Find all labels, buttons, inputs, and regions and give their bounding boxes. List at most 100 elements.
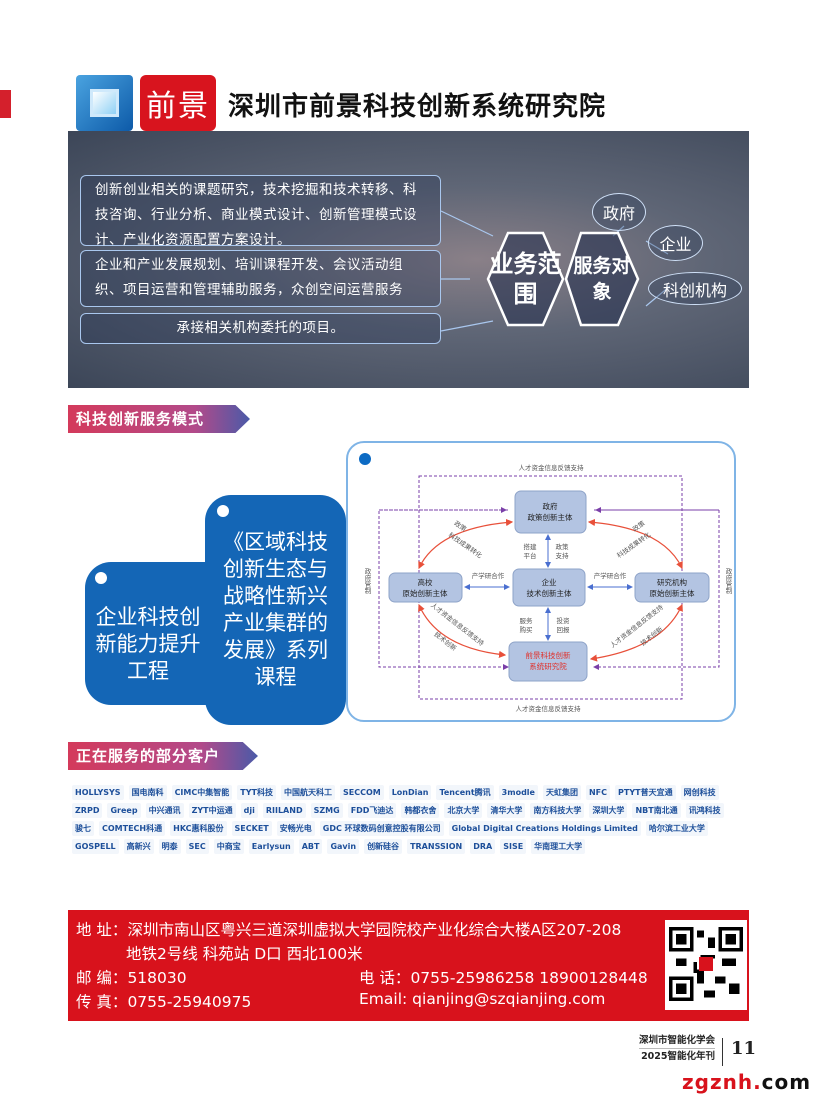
uni-name: 高校	[418, 577, 433, 587]
email-label: Email:	[359, 990, 408, 1008]
fax-label: 传 真：	[76, 993, 128, 1011]
node-research	[634, 572, 710, 603]
uni-role: 原始创新主体	[403, 588, 448, 598]
ent-name: 企业	[542, 577, 557, 587]
zip-label: 邮 编：	[76, 969, 128, 987]
bullet-dot	[95, 572, 107, 584]
client-logo: 中商宝	[213, 839, 244, 854]
section-title-service-mode: 科技创新服务模式	[68, 405, 250, 433]
client-logo: SECKET	[231, 821, 272, 836]
client-logo: 华南理工大学	[531, 839, 586, 854]
node-qianjing	[508, 641, 588, 682]
client-logo: NFC	[585, 785, 610, 800]
publication-info: 深圳市智能化学会 2025智能化年刊	[639, 1033, 716, 1064]
page-number: 11	[722, 1038, 756, 1066]
client-logo: 韩都衣舍	[401, 803, 440, 818]
address-directions: 地铁2号线 科苑站 D口 西北100米	[126, 945, 363, 963]
node-government	[514, 490, 587, 534]
gov-control-left	[378, 509, 509, 670]
client-logo: HKC惠科股份	[170, 821, 227, 836]
client-logo: TRANSSION	[407, 839, 466, 854]
client-logo: FDD飞迪达	[347, 803, 397, 818]
coop-right-label: 产学研合作	[594, 571, 627, 580]
page-tab-marker	[0, 90, 11, 118]
section-title-clients: 正在服务的部分客户	[68, 742, 258, 770]
client-logo: 国电南科	[128, 785, 167, 800]
logo-icon	[76, 75, 133, 131]
business-banner: 创新创业相关的课题研究，技术挖掘和技术转移、科技咨询、行业分析、商业模式设计、创…	[68, 131, 749, 388]
feedback-left-label: 人才资金信息反馈支持	[429, 600, 486, 647]
platform-label: 搭建	[524, 542, 538, 551]
qj-name: 前景科技创新	[526, 650, 571, 660]
client-logo: 明泰	[158, 839, 181, 854]
client-logo: 北京大学	[444, 803, 483, 818]
client-logo: 哈尔滨工业大学	[645, 821, 708, 836]
client-logo: 天虹集团	[542, 785, 581, 800]
client-logo: Greep	[107, 803, 141, 818]
address-label: 地 址：	[76, 921, 128, 939]
service-hexagon: 服务对象	[573, 255, 631, 303]
client-logo: DRA	[470, 839, 496, 854]
client-logo: COMTECH科通	[99, 821, 166, 836]
client-logo: ZRPD	[72, 803, 103, 818]
arc-label: 科技成果转化	[615, 530, 653, 560]
tel-label: 电 话：	[359, 969, 411, 987]
client-logo: SZMG	[310, 803, 343, 818]
client-logo: TYT科技	[237, 785, 276, 800]
business-item-3: 承接相关机构委托的项目。	[80, 313, 441, 344]
invest-label: 投资	[557, 616, 571, 625]
client-logo: CIMC中集智能	[171, 785, 233, 800]
client-logo: NBT南北通	[632, 803, 681, 818]
fax: 0755-25940975	[127, 993, 252, 1011]
client-logo: 网创科技	[680, 785, 719, 800]
res-role: 原始创新主体	[650, 588, 695, 598]
qr-code[interactable]	[665, 920, 747, 1010]
client-logo: LonDian	[388, 785, 432, 800]
logo-text: 前景	[140, 75, 216, 131]
client-logo: 3modle	[498, 785, 538, 800]
platform-label: 平台	[524, 551, 537, 560]
innovation-diagram: 政府政策创新主体 企业技术创新主体 高校原始创新主体 研究机构原始创新主体 前景…	[346, 441, 736, 722]
target-institution: 科创机构	[648, 272, 742, 305]
program-block-right: 《区域科技创新生态与战略性新兴产业集群的发展》系列课程	[205, 495, 346, 725]
feedback-right-label: 人才资金信息反馈支持	[608, 602, 665, 649]
org-title: 深圳市前景科技创新系统研究院	[228, 92, 607, 122]
bullet-dot	[359, 453, 371, 465]
connector-lines	[440, 210, 671, 332]
policy-label: 支持	[556, 551, 570, 560]
node-university	[388, 572, 463, 603]
watermark-tld: com	[761, 1070, 812, 1094]
arc-label: 技术创新	[638, 624, 664, 647]
client-logo: PTYT普天宜通	[615, 785, 676, 800]
invest-label: 回报	[557, 625, 571, 634]
client-logo: SECCOM	[339, 785, 384, 800]
client-logo: GDC 环球数码创意控股有限公司	[319, 821, 444, 836]
client-logo: SISE	[500, 839, 527, 854]
scope-hexagon: 业务范围	[489, 250, 562, 308]
bullet-dot	[217, 505, 229, 517]
gov-control-right-label: 政府管制	[724, 567, 732, 596]
client-logo: 创新硅谷	[364, 839, 403, 854]
client-logo: 骏七	[72, 821, 94, 836]
client-logo: SEC	[185, 839, 209, 854]
email[interactable]: qianjing@szqianjing.com	[412, 990, 606, 1008]
feedback-bottom-label: 人才资金信息反馈支持	[516, 704, 582, 713]
client-logo: ZYT中运通	[188, 803, 236, 818]
telephone: 0755-25986258 18900128448	[410, 969, 648, 987]
client-logo: 讯鸿科技	[685, 803, 724, 818]
arc-label: 政策	[631, 518, 647, 533]
client-logo: 清华大学	[487, 803, 526, 818]
service-label: 购买	[520, 625, 534, 634]
program-left-text: 企业科技创新能力提升工程	[95, 605, 201, 683]
qj-role: 系统研究院	[529, 661, 567, 671]
zip-code: 518030	[127, 969, 187, 987]
target-enterprise: 企业	[648, 225, 703, 261]
business-item-2: 企业和产业发展规划、培训课程开发、会议活动组织、项目运营和管理辅助服务，众创空间…	[80, 250, 441, 307]
client-logo: 安畅光电	[276, 821, 315, 836]
client-logo: 深圳大学	[589, 803, 628, 818]
client-logo: 南方科技大学	[530, 803, 585, 818]
gov-name: 政府	[543, 501, 558, 511]
feedback-top-label: 人才资金信息反馈支持	[519, 463, 585, 472]
